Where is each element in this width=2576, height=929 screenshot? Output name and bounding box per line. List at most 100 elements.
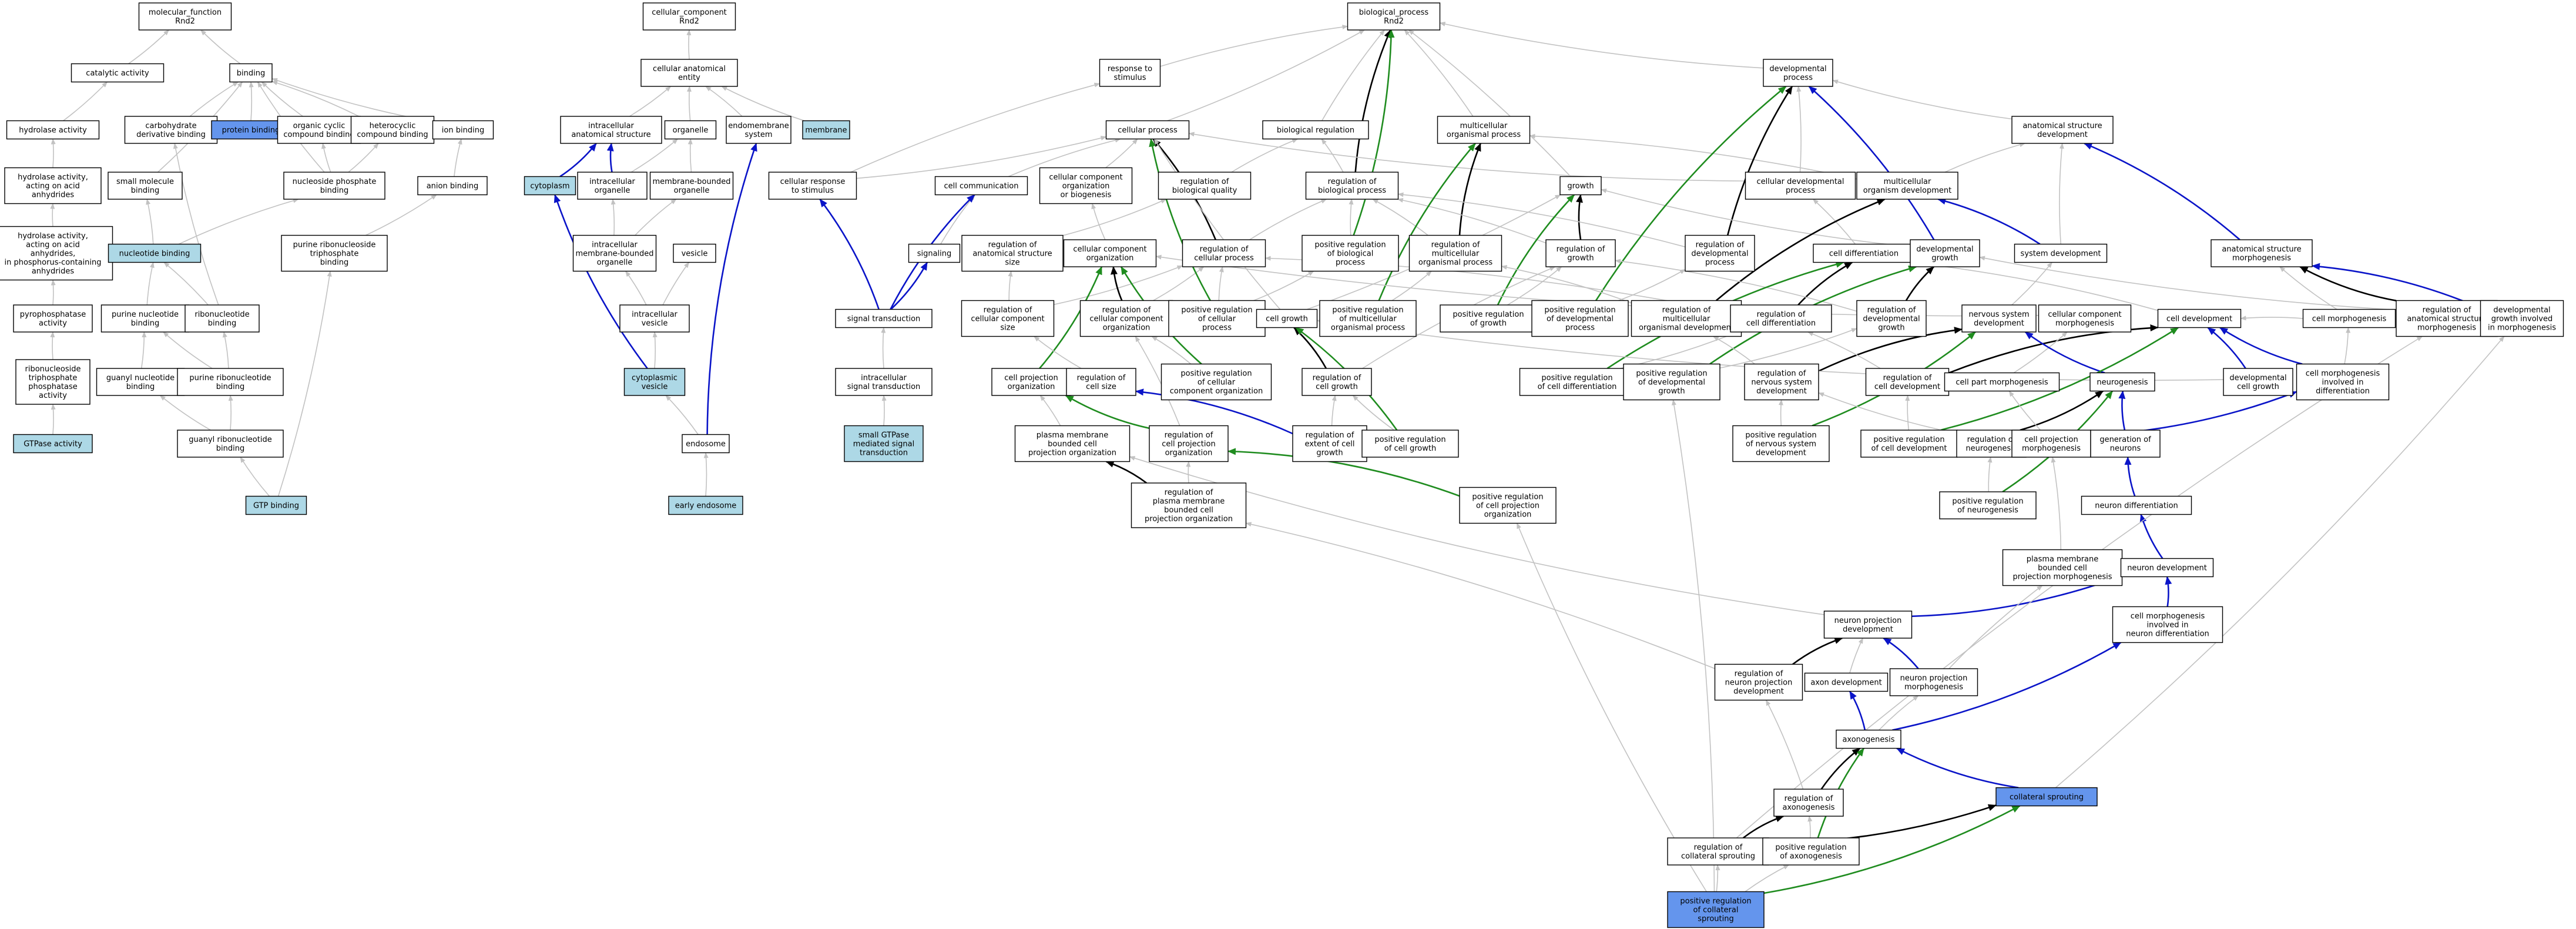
go-term-node-early-endosome[interactable]: early endosome xyxy=(668,495,743,515)
go-term-node-neurogenesis[interactable]: neurogenesis xyxy=(2089,372,2155,392)
go-term-node-axon-dev[interactable]: axon development xyxy=(1804,672,1889,692)
go-term-node-catalytic[interactable]: catalytic activity xyxy=(71,63,165,83)
go-term-node-protein-binding[interactable]: protein binding xyxy=(211,120,291,140)
go-term-node-sig-trans[interactable]: signal transduction xyxy=(835,308,933,328)
go-term-node-growth[interactable]: growth xyxy=(1559,176,1602,196)
go-term-node-cell-comm[interactable]: cell communication xyxy=(934,176,1028,196)
go-term-node-gtp-binding[interactable]: GTP binding xyxy=(245,495,307,515)
go-term-node-binding[interactable]: binding xyxy=(229,63,273,83)
go-term-node-cell-part-morph[interactable]: cell part morphogenesis xyxy=(1944,372,2060,392)
go-term-node-membrane[interactable]: membrane xyxy=(802,120,850,140)
go-term-node-neuron-diff[interactable]: neuron differentiation xyxy=(2081,495,2192,515)
go-term-node-sys-dev[interactable]: system development xyxy=(2014,243,2108,263)
go-term-node-gtpase[interactable]: GTPase activity xyxy=(13,434,93,454)
go-term-node-bio-reg[interactable]: biological regulation xyxy=(1262,120,1369,140)
go-term-node-vesicle[interactable]: vesicle xyxy=(673,243,716,263)
go-term-node-hydrolase[interactable]: hydrolase activity xyxy=(6,120,100,140)
go-term-node-cell-dev[interactable]: cell development xyxy=(2157,308,2242,328)
go-term-node-nucleotide[interactable]: nucleotide binding xyxy=(108,243,202,263)
go-term-node-collateral[interactable]: collateral sprouting xyxy=(1995,787,2098,807)
go-term-node-cytoplasm[interactable]: cytoplasm xyxy=(524,176,576,196)
go-term-node-neuron-dev[interactable]: neuron development xyxy=(2120,558,2214,578)
go-term-node-ribonucleoside-tri[interactable]: ribonucleosidetriphosphatephosphataseact… xyxy=(15,359,90,405)
go-term-node-cell-growth[interactable]: cell growth xyxy=(1256,308,1318,328)
go-term-node-cell-morph[interactable]: cell morphogenesis xyxy=(2302,308,2396,328)
go-term-node-organelle[interactable]: organelle xyxy=(664,120,717,140)
go-term-node-signaling[interactable]: signaling xyxy=(908,243,961,263)
go-term-node-hydro-acid-p[interactable]: hydrolase activity,acting on acidanhydri… xyxy=(0,226,113,281)
go-term-node-anion[interactable]: anion binding xyxy=(417,176,488,196)
go-term-node-cell-proc[interactable]: cellular process xyxy=(1105,120,1190,140)
